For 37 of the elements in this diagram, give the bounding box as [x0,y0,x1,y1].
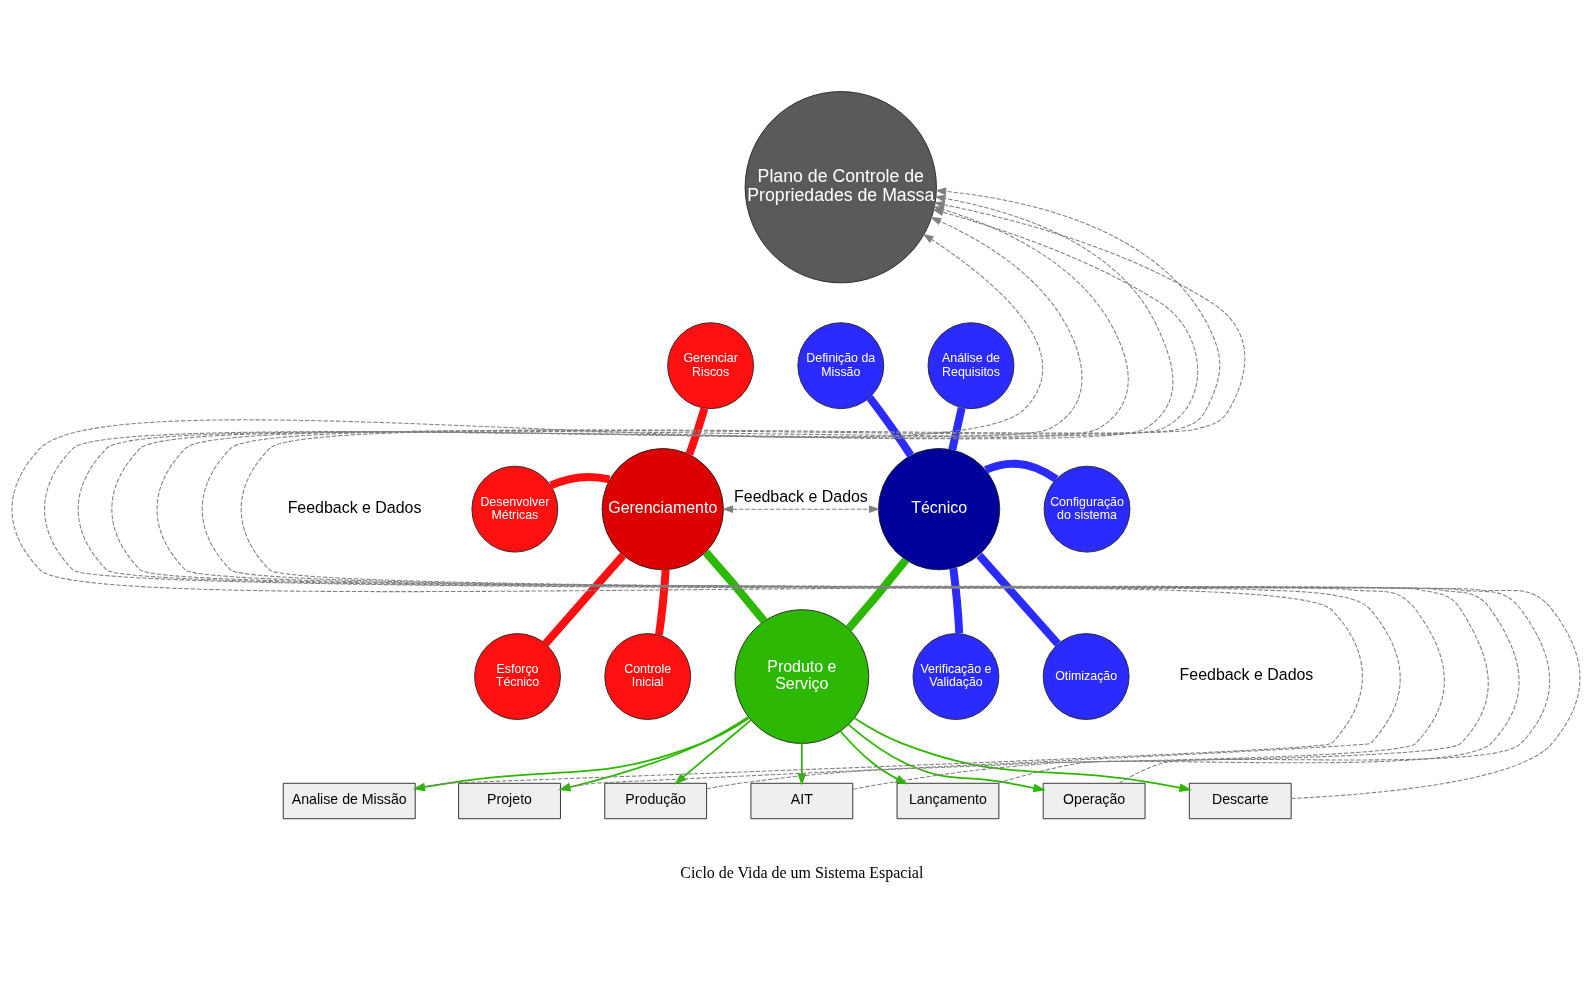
connector [866,395,914,458]
node-circle: Técnico [878,448,1001,571]
node-box: AIT [750,782,854,820]
edge-label: Feedback e Dados [734,487,868,505]
connector [542,552,627,647]
node-circle: Otimização [1042,633,1130,720]
node-circle: Produto e Serviço [734,609,870,744]
label: Feedback e Dados [287,499,422,517]
connector [685,407,709,456]
label: Feedback e Dados [1179,666,1314,684]
connector [976,552,1061,647]
connector [948,407,966,451]
arrow [722,505,880,513]
arrow [847,723,1046,793]
node-circle: Desenvolver Métricas [471,465,559,553]
node-circle: Definição da Missão [797,322,885,410]
node-circle: Esforço Técnico [474,633,561,720]
arrow [853,717,1192,792]
node-box: Descarte [1188,782,1292,820]
connector [984,459,1059,483]
connector [549,473,611,490]
connector [655,569,670,636]
node-circle: Configuração do sistema [1043,465,1131,553]
label: Ciclo de Vida de um Sistema Espacial [680,864,924,882]
node-box: Projeto [458,782,561,820]
connector [702,549,768,624]
node-circle: Verificação e Validação [912,633,1000,720]
node-box: Lançamento [896,782,1000,820]
node-circle: Análise de Requisitos [927,322,1015,410]
connector [949,567,964,634]
node-circle: Gerenciar Riscos [667,322,754,410]
node-circle: Controle Inicial [604,633,692,720]
node-box: Analise de Missão [282,782,416,820]
node-circle: Gerenciamento [601,448,724,571]
node-box: Produção [604,782,708,820]
connector [845,557,909,632]
node-box: Operação [1042,782,1146,820]
